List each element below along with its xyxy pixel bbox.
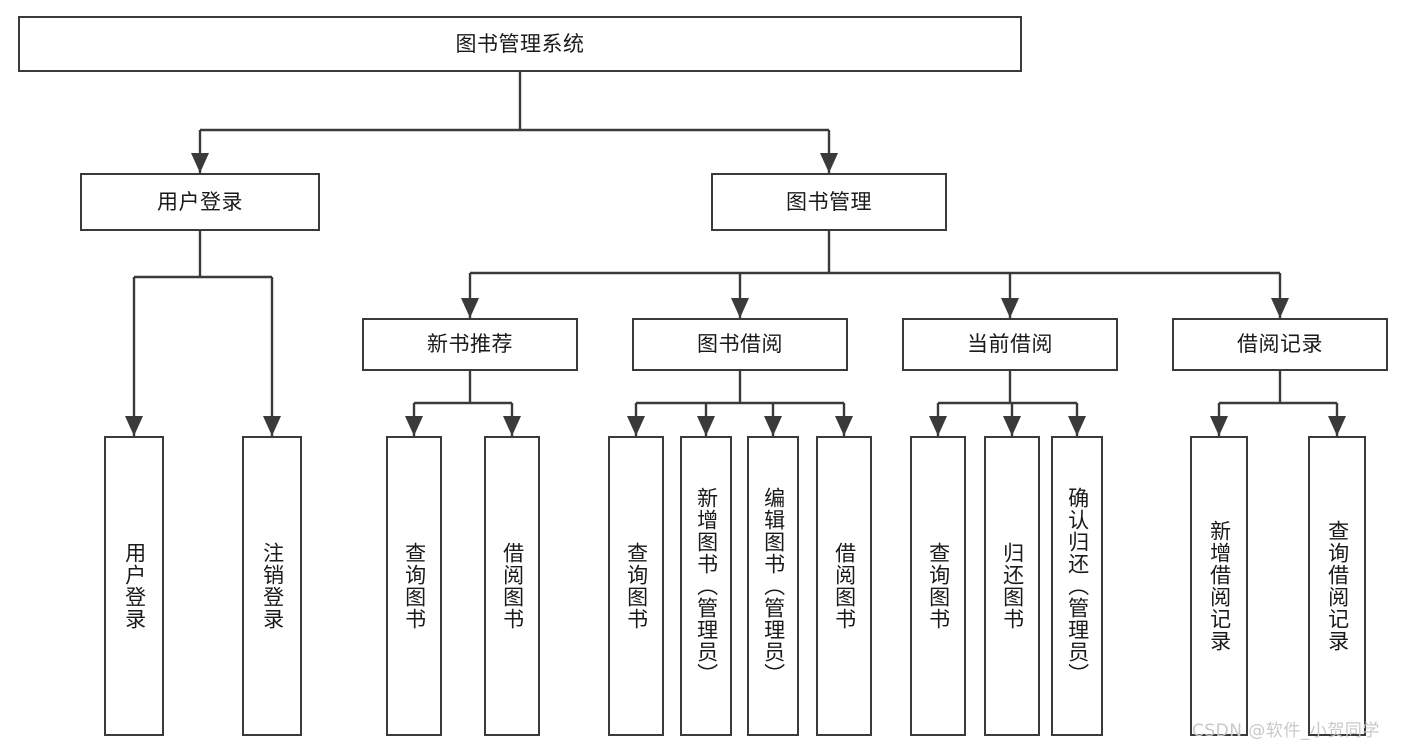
node-leaf-query-record[interactable]: 查询借阅记录: [1308, 436, 1366, 736]
node-label: 确认归还（管理员）: [1065, 487, 1090, 685]
connector-arrowhead: [1068, 416, 1086, 436]
connector-arrowhead: [191, 153, 209, 173]
node-book-manage[interactable]: 图书管理: [711, 173, 947, 231]
connector-arrowhead: [731, 298, 749, 318]
node-leaf-return-book[interactable]: 归还图书: [984, 436, 1040, 736]
connector-arrowhead: [1210, 416, 1228, 436]
connector-arrowhead: [1328, 416, 1346, 436]
node-label: 查询图书: [926, 542, 951, 630]
node-leaf-borrow-book-a[interactable]: 借阅图书: [484, 436, 540, 736]
node-leaf-add-record[interactable]: 新增借阅记录: [1190, 436, 1248, 736]
node-label: 查询借阅记录: [1325, 520, 1350, 652]
connector-arrowhead: [405, 416, 423, 436]
connector-arrowhead: [125, 416, 143, 436]
node-label: 图书借阅: [697, 332, 783, 357]
node-label: 注销登录: [260, 542, 285, 630]
node-label: 借阅记录: [1237, 332, 1323, 357]
node-new-book-rec[interactable]: 新书推荐: [362, 318, 578, 371]
node-label: 当前借阅: [967, 332, 1053, 357]
node-leaf-add-book[interactable]: 新增图书（管理员）: [680, 436, 732, 736]
node-label: 查询图书: [402, 542, 427, 630]
connector-arrowhead: [697, 416, 715, 436]
connector-arrowhead: [835, 416, 853, 436]
node-label: 新增图书（管理员）: [694, 487, 719, 685]
node-borrow-record[interactable]: 借阅记录: [1172, 318, 1388, 371]
node-label: 编辑图书（管理员）: [761, 487, 786, 685]
connector-arrowhead: [461, 298, 479, 318]
connector-arrowhead: [929, 416, 947, 436]
node-leaf-borrow-book-b[interactable]: 借阅图书: [816, 436, 872, 736]
node-root[interactable]: 图书管理系统: [18, 16, 1022, 72]
node-label: 图书管理: [786, 189, 872, 214]
connector-arrowhead: [764, 416, 782, 436]
node-label: 查询图书: [624, 542, 649, 630]
connector-arrowhead: [1001, 298, 1019, 318]
node-label: 归还图书: [1000, 542, 1025, 630]
node-leaf-logout[interactable]: 注销登录: [242, 436, 302, 736]
connector-arrowhead: [627, 416, 645, 436]
node-label: 用户登录: [122, 542, 147, 630]
connector-arrowhead: [1271, 298, 1289, 318]
connector-arrowhead: [820, 153, 838, 173]
csdn-watermark: CSDN @软件_小贺同学: [1192, 721, 1380, 741]
node-label: 借阅图书: [500, 542, 525, 630]
node-label: 借阅图书: [832, 542, 857, 630]
connector-arrowhead: [263, 416, 281, 436]
node-leaf-query-book-c[interactable]: 查询图书: [910, 436, 966, 736]
node-leaf-user-login[interactable]: 用户登录: [104, 436, 164, 736]
node-leaf-query-book-a[interactable]: 查询图书: [386, 436, 442, 736]
connector-arrowhead: [503, 416, 521, 436]
node-label: 新增借阅记录: [1207, 520, 1232, 652]
node-label: 新书推荐: [427, 332, 513, 357]
node-book-borrow[interactable]: 图书借阅: [632, 318, 848, 371]
node-user-login[interactable]: 用户登录: [80, 173, 320, 231]
node-leaf-edit-book[interactable]: 编辑图书（管理员）: [747, 436, 799, 736]
node-label: 用户登录: [157, 189, 243, 214]
node-label: 图书管理系统: [455, 31, 585, 56]
node-current-borrow[interactable]: 当前借阅: [902, 318, 1118, 371]
connector-arrowhead: [1003, 416, 1021, 436]
node-leaf-query-book-b[interactable]: 查询图书: [608, 436, 664, 736]
node-leaf-confirm-return[interactable]: 确认归还（管理员）: [1051, 436, 1103, 736]
